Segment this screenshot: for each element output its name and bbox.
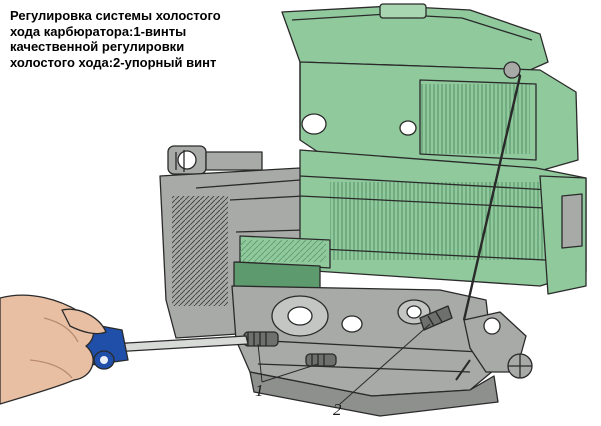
mount-bosses: [271, 113, 431, 337]
hand-with-screwdriver: [0, 294, 249, 405]
caption-line-3: качественной регулировки: [10, 39, 185, 54]
throttle-linkage: [455, 61, 533, 381]
idle-mixture-screws: [243, 331, 337, 367]
caption-line-4: холостого хода:2-упорный винт: [10, 54, 217, 70]
base-flange: [249, 371, 499, 417]
caption-line-2: хода карбюратора:1-винты: [10, 23, 187, 39]
caption-line-1: Регулировка системы холостого: [10, 8, 221, 23]
carburetor-body: [159, 3, 587, 417]
throttle-stop-screw: [419, 305, 453, 331]
figure-caption: Регулировка системы холостого хода карбю…: [10, 8, 250, 70]
fuel-inlet-fitting: [167, 145, 263, 175]
callout-leaders: [257, 323, 431, 405]
callout-label-1: 1: [255, 381, 264, 400]
callout-label-2: 2: [333, 400, 342, 419]
